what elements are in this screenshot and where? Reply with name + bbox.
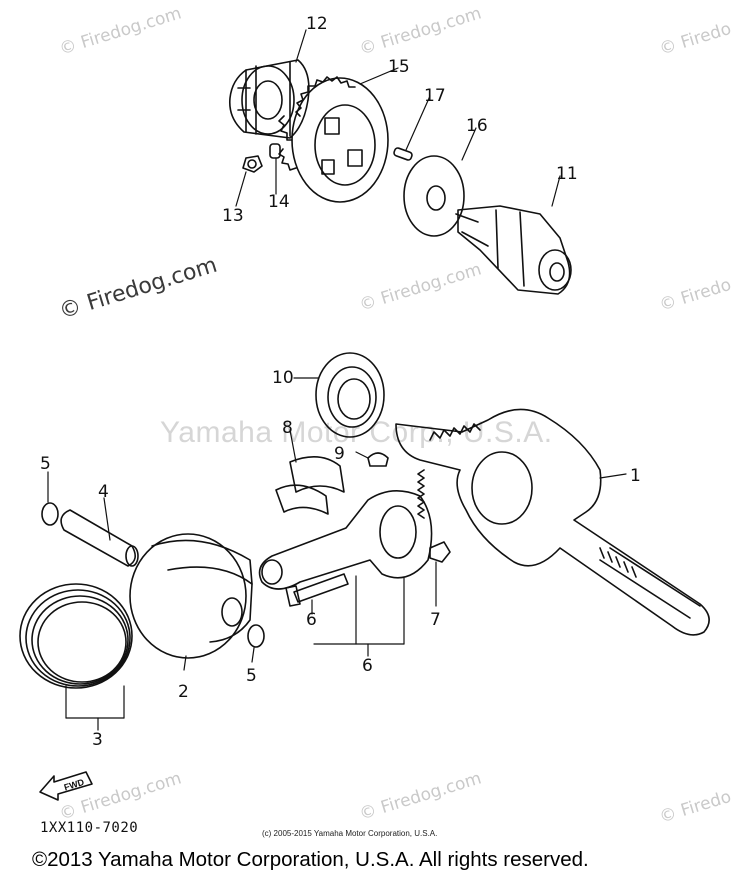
callout-17: 16 (466, 116, 488, 136)
part-18-pin (393, 147, 413, 161)
callout-12: 11 (556, 164, 578, 184)
callout-4: 4 (98, 482, 109, 502)
callout-5-right: 5 (246, 666, 257, 686)
callout-3: 3 (92, 730, 103, 750)
callout-7: 6 (306, 610, 317, 630)
callout-16: 15 (388, 57, 410, 77)
part-3-rings (19, 583, 133, 689)
callout-1: 1 (630, 466, 641, 486)
center-watermark: Yamaha Motor Corp., U.S.A. (160, 416, 553, 449)
part-13-ring (228, 59, 310, 139)
part-14-nut (242, 155, 263, 173)
callout-6: 6 (362, 656, 373, 676)
part-5-clip-right (247, 624, 265, 648)
part-17-washer (403, 155, 465, 237)
callout-14: 13 (222, 206, 244, 226)
callout-5-left: 5 (40, 454, 51, 474)
callout-15: 14 (268, 192, 290, 212)
part-1-crankshaft (395, 408, 710, 636)
small-copyright: (c) 2005-2015 Yamaha Motor Corporation, … (262, 829, 438, 838)
leader-lines (47, 29, 627, 731)
footer-copyright: ©2013 Yamaha Motor Corporation, U.S.A. A… (32, 848, 589, 871)
callout-13: 12 (306, 14, 328, 34)
callout-8: 7 (430, 610, 441, 630)
diagram-code: 1XX110-7020 (40, 820, 139, 836)
part-15-pin (269, 143, 281, 159)
callout-18: 17 (424, 86, 446, 106)
part-8-nut (429, 541, 451, 563)
part-4-pin (60, 509, 139, 567)
part-16-gear (278, 76, 389, 203)
part-7-bolt (285, 573, 349, 607)
part-10-key (367, 452, 389, 467)
part-6-conrod (258, 490, 433, 590)
callout-2: 2 (178, 682, 189, 702)
callout-10: 9 (334, 444, 345, 464)
part-5-clip-left (41, 502, 59, 526)
fwd-arrow-icon: FWD (39, 771, 93, 801)
part-11-seal (315, 352, 385, 438)
callout-11: 10 (272, 368, 294, 388)
part-9-bearing (275, 456, 345, 515)
callout-9: 8 (282, 418, 293, 438)
part-12-balancer (455, 205, 572, 295)
part-2-piston (129, 533, 253, 659)
